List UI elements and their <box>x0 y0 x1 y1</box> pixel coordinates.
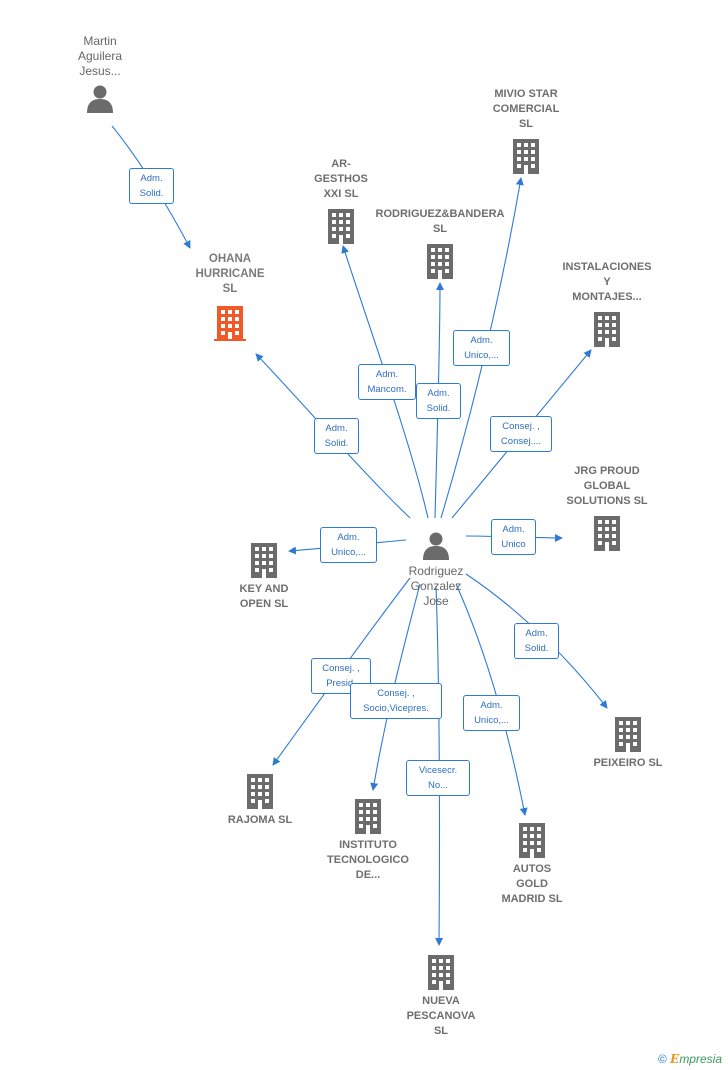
company-name: JRG PROUD GLOBAL SOLUTIONS SL <box>566 465 648 507</box>
building-icon <box>427 244 453 279</box>
relation-label-rod-peixeiro[interactable]: Adm. Solid. <box>514 623 559 659</box>
building-icon <box>214 306 246 341</box>
building-icon <box>428 955 454 990</box>
relation-label-rod-autos[interactable]: Adm. Unico,... <box>463 695 520 731</box>
company-name: PEIXEIRO SL <box>593 757 663 769</box>
company-name: RODRIGUEZ&BANDERA SL <box>375 208 505 235</box>
company-name: AR- GESTHOS XXI SL <box>314 158 368 200</box>
company-name: INSTITUTO TECNOLOGICO DE... <box>327 839 409 881</box>
relation-label-rod-nueva[interactable]: Vicesecr. No... <box>406 760 470 796</box>
company-instalaciones[interactable]: INSTALACIONES Y MONTAJES... <box>552 260 662 347</box>
building-icon <box>328 209 354 244</box>
company-ar-gesthos[interactable]: AR- GESTHOS XXI SL <box>296 157 386 244</box>
relation-label-rod-instituto[interactable]: Consej. , Socio,Vicepres. <box>350 683 442 719</box>
relation-label-rod-mivio[interactable]: Adm. Unico,... <box>453 330 510 366</box>
company-name: MIVIO STAR COMERCIAL SL <box>492 88 560 130</box>
relation-label-rod-rodban[interactable]: Adm. Solid. <box>416 383 461 419</box>
company-name: RAJOMA SL <box>227 814 293 826</box>
relation-label-rod-ohana[interactable]: Adm. Solid. <box>314 418 359 454</box>
company-name: NUEVA PESCANOVA SL <box>406 995 476 1037</box>
copyright-icon: © <box>657 1052 667 1066</box>
person-name: Rodriguez Gonzalez Jose <box>408 564 464 608</box>
company-name: OHANA HURRICANE SL <box>195 253 265 295</box>
person-icon <box>87 85 113 113</box>
company-ohana-hurricane[interactable]: OHANA HURRICANE SL <box>180 252 280 341</box>
company-name: KEY AND OPEN SL <box>239 583 289 610</box>
company-jrg-proud[interactable]: JRG PROUD GLOBAL SOLUTIONS SL <box>552 464 662 551</box>
relation-label-martin-ohana[interactable]: Adm. Solid. <box>129 168 174 204</box>
building-icon <box>513 139 539 174</box>
building-icon <box>594 516 620 551</box>
company-nueva-pescanova[interactable]: NUEVA PESCANOVA SL <box>396 952 486 1039</box>
company-autos-gold-madrid[interactable]: AUTOS GOLD MADRID SL <box>486 820 578 907</box>
relation-label-rod-jrg[interactable]: Adm. Unico <box>491 519 536 555</box>
building-icon <box>615 717 641 752</box>
person-martin-aguilera[interactable]: Martin Aguilera Jesus... <box>58 34 142 113</box>
brand-name: mpresia <box>679 1052 722 1066</box>
building-icon <box>251 543 277 578</box>
company-key-and-open[interactable]: KEY AND OPEN SL <box>222 540 306 612</box>
company-instituto-tecnologico[interactable]: INSTITUTO TECNOLOGICO DE... <box>316 796 420 883</box>
building-icon <box>247 774 273 809</box>
relation-label-rod-argesthos[interactable]: Adm. Mancom. <box>358 364 416 400</box>
relation-label-rod-instal[interactable]: Consej. , Consej.... <box>490 416 552 452</box>
company-name: INSTALACIONES Y MONTAJES... <box>562 261 652 303</box>
company-name: AUTOS GOLD MADRID SL <box>501 863 563 905</box>
building-icon <box>355 799 381 834</box>
company-rodriguez-bandera[interactable]: RODRIGUEZ&BANDERA SL <box>370 207 510 279</box>
relation-label-rod-key[interactable]: Adm. Unico,... <box>320 527 377 563</box>
company-peixeiro[interactable]: PEIXEIRO SL <box>580 714 676 771</box>
building-icon <box>519 823 545 858</box>
person-rodriguez-gonzalez[interactable]: Rodriguez Gonzalez Jose <box>396 530 476 609</box>
company-rajoma[interactable]: RAJOMA SL <box>214 771 306 828</box>
person-icon <box>423 532 449 560</box>
empresia-brand[interactable]: © Empresia <box>658 1052 722 1066</box>
person-name: Martin Aguilera Jesus... <box>77 34 123 78</box>
company-mivio-star[interactable]: MIVIO STAR COMERCIAL SL <box>476 87 576 174</box>
building-icon <box>594 312 620 347</box>
brand-initial: E <box>670 1052 680 1066</box>
